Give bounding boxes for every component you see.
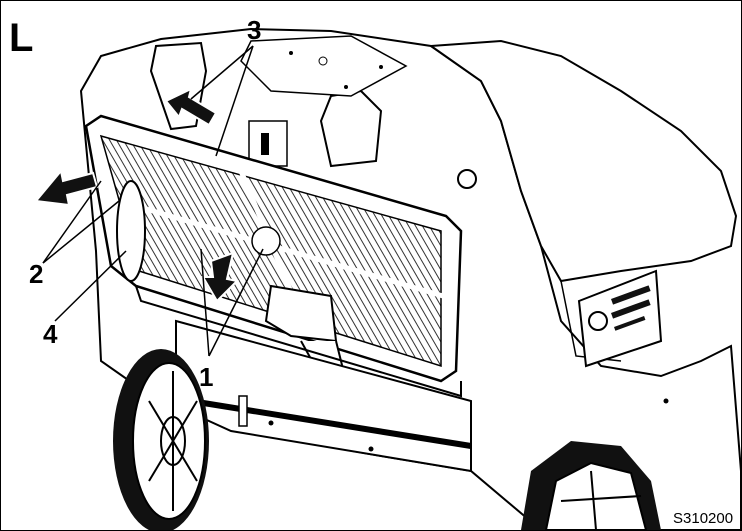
screw-icon — [663, 398, 669, 404]
side-knob — [457, 169, 477, 189]
hidden-wheel — [116, 180, 146, 282]
lower-bracket — [264, 284, 338, 343]
filter-center-hub — [251, 226, 281, 256]
left-wheel — [113, 349, 209, 530]
panel-label: L — [9, 16, 33, 60]
top-plate-hole — [318, 56, 328, 66]
lift-arrow-icon — [164, 87, 218, 127]
callout-3: 3 — [247, 15, 261, 45]
callout-4: 4 — [43, 319, 58, 349]
frame-rail — [135, 285, 462, 398]
figure-code: S310200 — [673, 510, 733, 527]
screw-icon — [344, 85, 348, 89]
rotate-down-arrow-icon — [201, 251, 240, 303]
screw-icon — [368, 446, 374, 452]
pull-left-arrow-icon — [34, 168, 99, 207]
screw-icon — [268, 420, 274, 426]
brand-decal — [577, 269, 663, 368]
latch-icon — [261, 133, 269, 155]
callout-2: 2 — [29, 259, 43, 289]
upper-cover — [428, 39, 738, 283]
leader-lines — [42, 45, 264, 357]
right-wheel — [521, 441, 661, 530]
screw-icon — [289, 51, 293, 55]
axle-clip — [238, 395, 248, 427]
screw-icon — [379, 65, 383, 69]
top-plate — [240, 35, 408, 97]
axle — [190, 398, 472, 449]
right-handle — [319, 89, 383, 168]
filter-bar — [118, 198, 444, 299]
callout-1: 1 — [199, 362, 213, 392]
